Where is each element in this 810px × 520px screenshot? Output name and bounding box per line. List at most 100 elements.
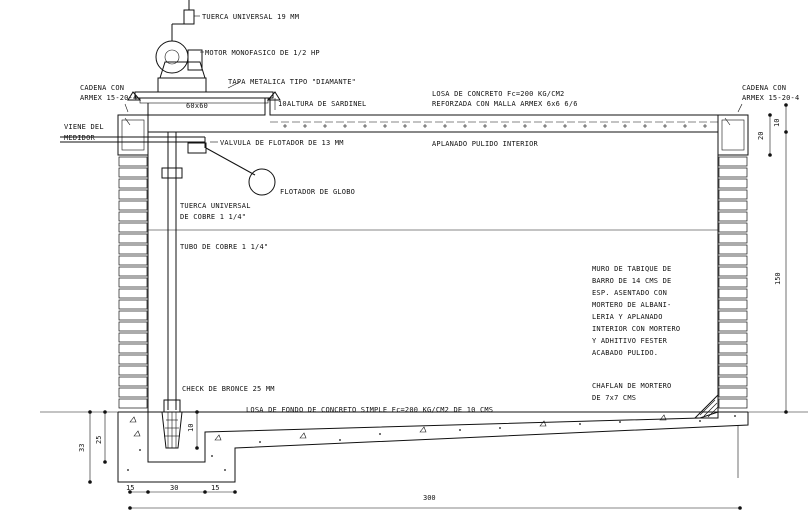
dim-25: 25 — [95, 436, 103, 444]
brick — [718, 178, 748, 189]
top-slab — [148, 98, 720, 133]
brick — [718, 222, 748, 233]
dim-30: 30 — [170, 484, 178, 492]
label-cadena-left-2: ARMEX 15-20-4 — [80, 94, 137, 102]
brick — [718, 266, 748, 277]
label-muro-3: MORTERO DE ALBANI- — [592, 301, 671, 309]
brick — [718, 233, 748, 244]
label-losa-1: LOSA DE CONCRETO Fc=200 KG/CM2 — [432, 90, 564, 98]
brick — [718, 255, 748, 266]
aggregate-dot — [619, 421, 621, 423]
right-brick-wall — [718, 156, 748, 409]
dim-300: 300 — [423, 494, 436, 502]
brick — [118, 222, 148, 233]
label-chaflan-2: DE 7x7 CMS — [592, 394, 636, 402]
aggregate-dot — [211, 455, 213, 457]
brick — [118, 277, 148, 288]
suction-pipe — [161, 132, 183, 449]
left-brick-wall — [118, 156, 148, 409]
brick — [118, 200, 148, 211]
annotations: TUERCA UNIVERSAL 19 MM MOTOR MONOFASICO … — [64, 13, 799, 414]
label-losa-fondo: LOSA DE FONDO DE CONCRETO SIMPLE Fc=200 … — [246, 406, 493, 414]
label-flotador: FLOTADOR DE GLOBO — [280, 188, 355, 196]
dimension-lines — [88, 98, 788, 510]
aggregate-mark — [299, 432, 307, 439]
aggregate-mark — [419, 426, 427, 433]
aggregate-mark — [133, 430, 141, 437]
aggregate-dot — [224, 469, 226, 471]
aggregate-dot — [339, 439, 341, 441]
aggregate-dot — [699, 420, 701, 422]
label-viene-1: VIENE DEL — [64, 123, 104, 131]
brick — [118, 233, 148, 244]
brick — [718, 343, 748, 354]
leader-lines — [124, 15, 743, 143]
label-aplanado: APLANADO PULIDO INTERIOR — [432, 140, 539, 148]
aggregate-dot — [579, 423, 581, 425]
aggregate-dot — [127, 469, 129, 471]
motor-pump — [155, 0, 207, 93]
label-tuerca-cobre-2: DE COBRE 1 1/4" — [180, 213, 246, 221]
dimension-texts: 20 10 150 33 25 10 15 30 15 300 — [78, 119, 782, 502]
label-altura-sardinel: ALTURA DE SARDINEL — [287, 100, 366, 108]
brick — [718, 167, 748, 178]
label-muro-1: BARRO DE 14 CMS DE — [592, 277, 671, 285]
label-altura-sardinel-num: 10 — [278, 100, 287, 108]
aggregate-dot — [379, 433, 381, 435]
brick — [718, 200, 748, 211]
label-muro-2: ESP. ASENTADO CON — [592, 289, 667, 297]
brick — [118, 343, 148, 354]
label-tubo-cobre: TUBO DE COBRE 1 1/4" — [180, 243, 268, 251]
label-tuerca-cobre-1: TUERCA UNIVERSAL — [180, 202, 251, 210]
brick — [118, 178, 148, 189]
dim-10-right: 10 — [773, 119, 781, 127]
brick — [718, 365, 748, 376]
brick — [718, 321, 748, 332]
label-muro-4: LERIA Y APLANADO — [592, 313, 663, 321]
brick — [718, 211, 748, 222]
dim-150: 150 — [774, 272, 782, 285]
brick — [118, 211, 148, 222]
label-valvula: VALVULA DE FLOTADOR DE 13 MM — [220, 139, 344, 147]
label-chaflan-1: CHAFLAN DE MORTERO — [592, 382, 671, 390]
label-cadena-right-1: CADENA CON — [742, 84, 786, 92]
inlet-pipe — [60, 136, 276, 196]
brick — [118, 288, 148, 299]
label-losa-2: REFORZADA CON MALLA ARMEX 6x6 6/6 — [432, 100, 578, 108]
label-cadena-right-2: ARMEX 15-20-4 — [742, 94, 799, 102]
brick — [718, 354, 748, 365]
brick — [718, 189, 748, 200]
brick — [718, 299, 748, 310]
brick — [718, 156, 748, 167]
label-muro-7: ACABADO PULIDO. — [592, 349, 658, 357]
label-cadena-left-1: CADENA CON — [80, 84, 124, 92]
label-check: CHECK DE BRONCE 25 MM — [182, 385, 275, 393]
brick — [118, 354, 148, 365]
aggregate-dot — [459, 429, 461, 431]
aggregate-dot — [259, 441, 261, 443]
left-cadena-beam — [117, 114, 149, 156]
aggregate-dot — [734, 415, 736, 417]
dim-20: 20 — [757, 132, 765, 140]
brick — [118, 156, 148, 167]
label-muro-0: MURO DE TABIQUE DE — [592, 265, 671, 273]
label-tuerca-universal-top: TUERCA UNIVERSAL 19 MM — [202, 13, 299, 21]
label-tapa-size: 60x60 — [186, 102, 208, 110]
brick — [118, 365, 148, 376]
aggregate-dot — [499, 427, 501, 429]
aggregate-mark — [659, 414, 667, 421]
brick — [118, 255, 148, 266]
aggregate-mark — [214, 434, 222, 441]
dim-10-pit: 10 — [187, 424, 195, 432]
brick — [118, 321, 148, 332]
label-motor: MOTOR MONOFASICO DE 1/2 HP — [205, 49, 320, 57]
brick — [118, 244, 148, 255]
brick — [718, 288, 748, 299]
brick — [718, 398, 748, 409]
brick — [718, 387, 748, 398]
brick — [118, 266, 148, 277]
brick — [718, 277, 748, 288]
label-tapa: TAPA METALICA TIPO "DIAMANTE" — [228, 78, 356, 86]
brick — [118, 189, 148, 200]
brick — [118, 299, 148, 310]
